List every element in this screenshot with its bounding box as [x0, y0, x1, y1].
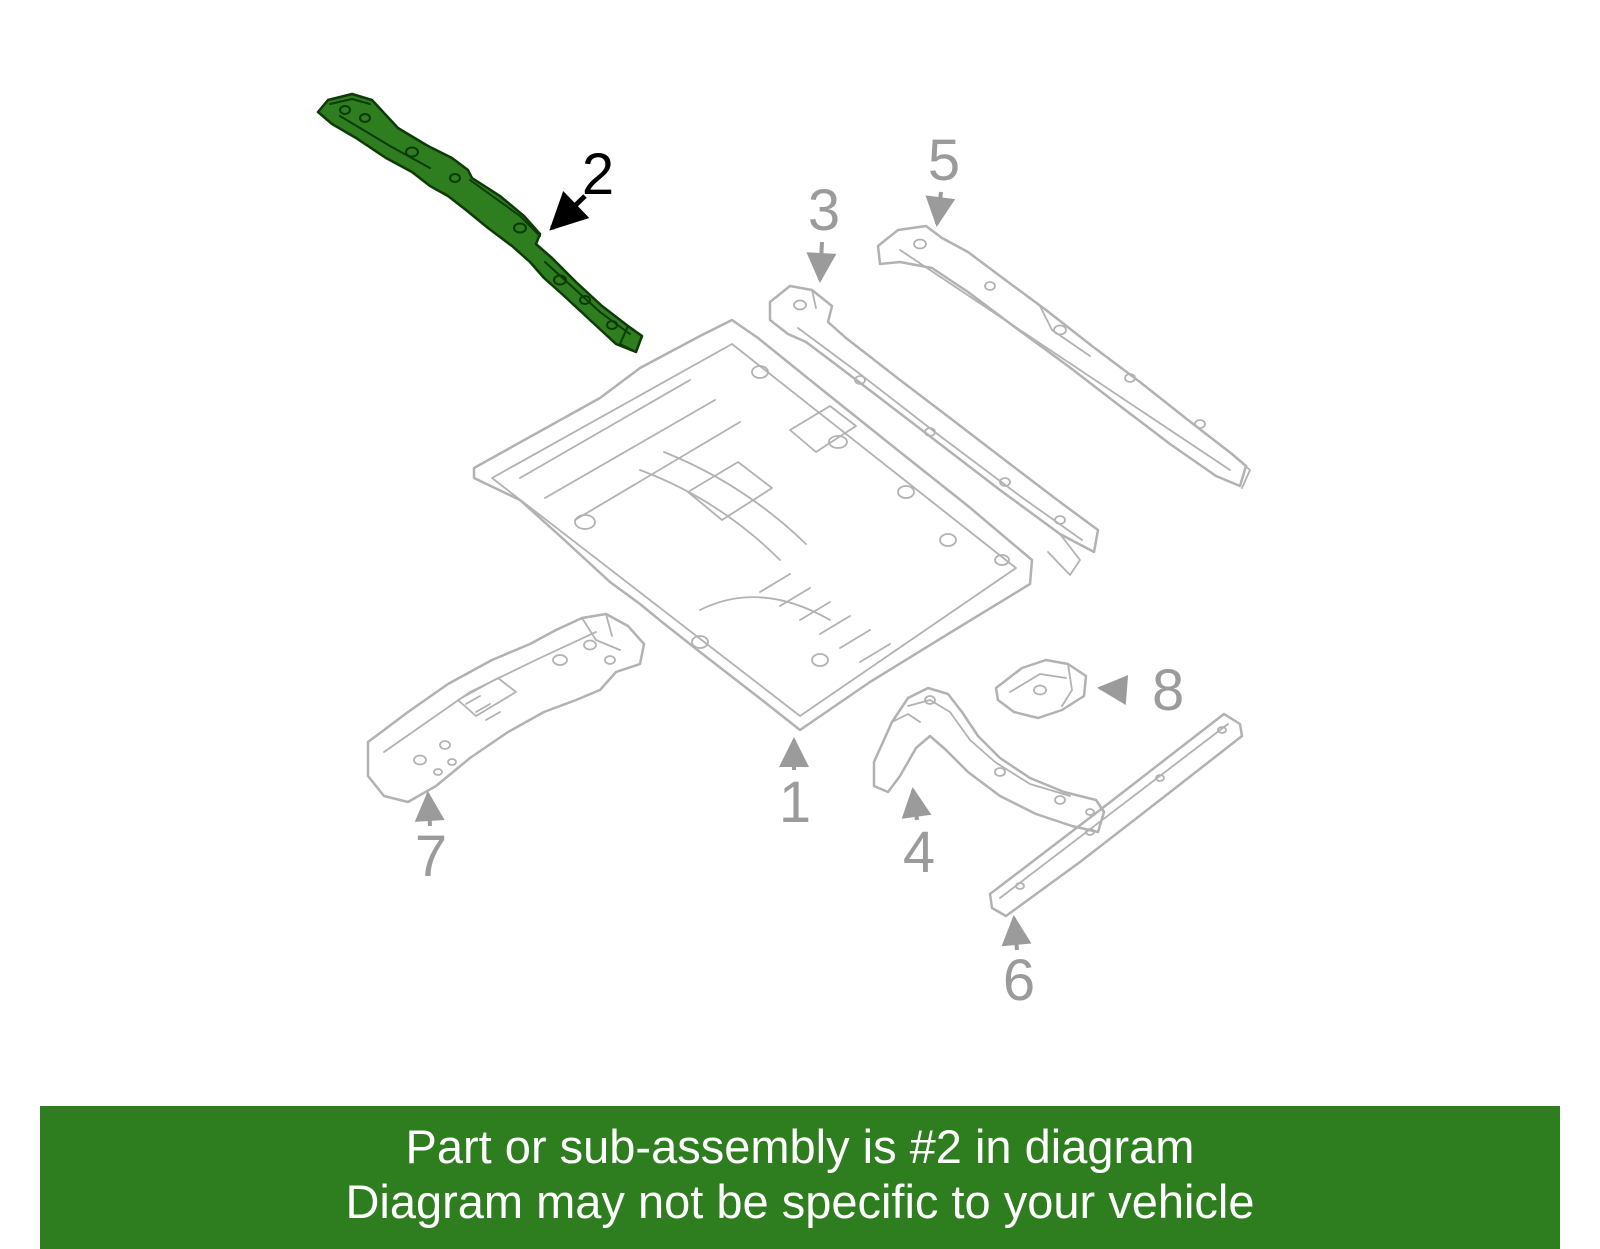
part-2-details	[329, 98, 643, 353]
callouts: 2 3 5 1 7 4 6 8	[414, 128, 1184, 1013]
callout-arrow-8	[1097, 675, 1129, 706]
callout-arrow-4	[901, 787, 932, 821]
part-6-details	[999, 713, 1241, 899]
callout-arrow-7	[414, 791, 445, 827]
part-3-rail[interactable]	[768, 284, 1100, 576]
part-5-details	[877, 238, 1251, 489]
info-banner-background	[40, 1106, 1560, 1249]
part-3-details	[769, 289, 1083, 576]
callout-label-5: 5	[928, 128, 960, 193]
callout-label-2: 2	[582, 142, 614, 207]
part-6-rocker-sill[interactable]	[988, 712, 1244, 918]
callout-arrow-6	[1001, 915, 1032, 951]
part-1-floor-pan[interactable]	[472, 318, 1034, 732]
diagram-linework	[366, 224, 1251, 918]
callout-arrow-2	[549, 191, 590, 231]
part-4-rail[interactable]	[872, 686, 1106, 834]
banner-line-2: Diagram may not be specific to your vehi…	[345, 1175, 1254, 1228]
part-2-highlighted-crossmember[interactable]	[316, 92, 644, 354]
banner-line-1: Part or sub-assembly is #2 in diagram	[406, 1120, 1195, 1173]
callout-arrow-3	[806, 241, 837, 283]
part-8-details	[1009, 663, 1073, 707]
callout-label-1: 1	[779, 770, 811, 835]
callout-arrow-5	[925, 191, 956, 227]
info-banner: Part or sub-assembly is #2 in diagram Di…	[40, 1106, 1560, 1249]
part-7-details	[383, 613, 621, 776]
callout-label-6: 6	[1003, 948, 1035, 1013]
callout-label-4: 4	[903, 820, 935, 885]
callout-label-8: 8	[1152, 658, 1184, 723]
part-8-bracket[interactable]	[994, 658, 1088, 720]
part-7-extension-panel[interactable]	[366, 612, 646, 804]
callout-label-3: 3	[808, 178, 840, 243]
part-1-details	[491, 343, 1017, 717]
part-5-crossmember[interactable]	[876, 224, 1251, 489]
callout-label-7: 7	[415, 824, 447, 889]
part-4-details	[891, 695, 1095, 816]
